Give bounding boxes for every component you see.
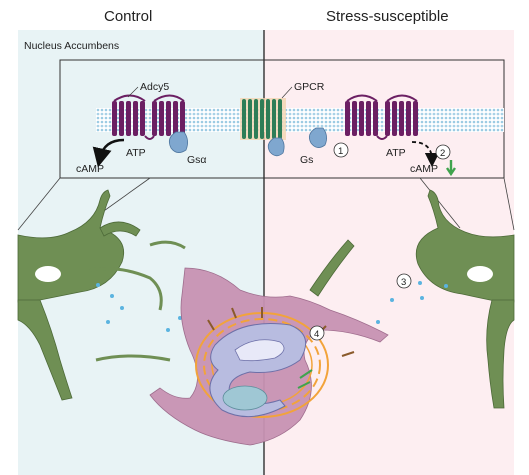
step-marker-4: 4 xyxy=(314,329,319,340)
adcy5-right xyxy=(345,94,418,140)
gs-protein-right-b xyxy=(308,127,327,148)
zoom-line-left xyxy=(17,177,61,231)
step-marker-2: 2 xyxy=(440,148,445,159)
curved-arrow-icon xyxy=(92,138,125,168)
step-marker-1: 1 xyxy=(338,146,343,157)
adcy5-label: Adcy5 xyxy=(140,81,169,93)
adcy5-pointer xyxy=(127,86,139,98)
zoom-line-right xyxy=(503,177,515,231)
gs-alpha-protein xyxy=(168,131,188,153)
adcy5-left xyxy=(112,94,185,140)
atp-left-label: ATP xyxy=(126,147,146,159)
header-control: Control xyxy=(104,8,153,25)
step-marker-3-circle xyxy=(396,273,412,289)
myelin-ring-dashed xyxy=(203,318,321,412)
gpcr-receptor xyxy=(240,98,286,140)
cell-body-teal xyxy=(222,385,268,411)
step-marker-3: 3 xyxy=(401,277,406,288)
step-marker-2-circle xyxy=(435,144,451,160)
lipid-bilayer xyxy=(96,108,504,132)
gs-alpha-label: Gsα xyxy=(187,154,207,166)
zoom-line-right-inner xyxy=(419,177,461,229)
camp-right-label: cAMP xyxy=(410,163,438,175)
gs-label: Gs xyxy=(300,154,313,166)
vesicles-left xyxy=(96,283,182,332)
neuron-right-nucleus xyxy=(467,266,493,282)
down-arrow-icon xyxy=(446,160,456,177)
atp-right-label: ATP xyxy=(386,147,406,159)
neuron-left-nucleus xyxy=(35,266,61,282)
dashed-arrow-icon xyxy=(411,141,440,168)
region-label: Nucleus Accumbens xyxy=(24,40,119,52)
synapse-ticks-green xyxy=(297,369,313,389)
camp-left-label: cAMP xyxy=(76,163,104,175)
step-marker-1-circle xyxy=(333,142,349,158)
gpcr-pointer xyxy=(281,86,293,99)
step-marker-4-circle xyxy=(309,325,325,341)
gpcr-label: GPCR xyxy=(294,81,325,93)
vesicles-right xyxy=(376,281,448,324)
axon-core xyxy=(234,339,285,362)
axon-terminal-left xyxy=(89,240,186,362)
gs-protein-right-a xyxy=(267,137,285,157)
header-stress-susceptible: Stress-susceptible xyxy=(326,8,449,25)
